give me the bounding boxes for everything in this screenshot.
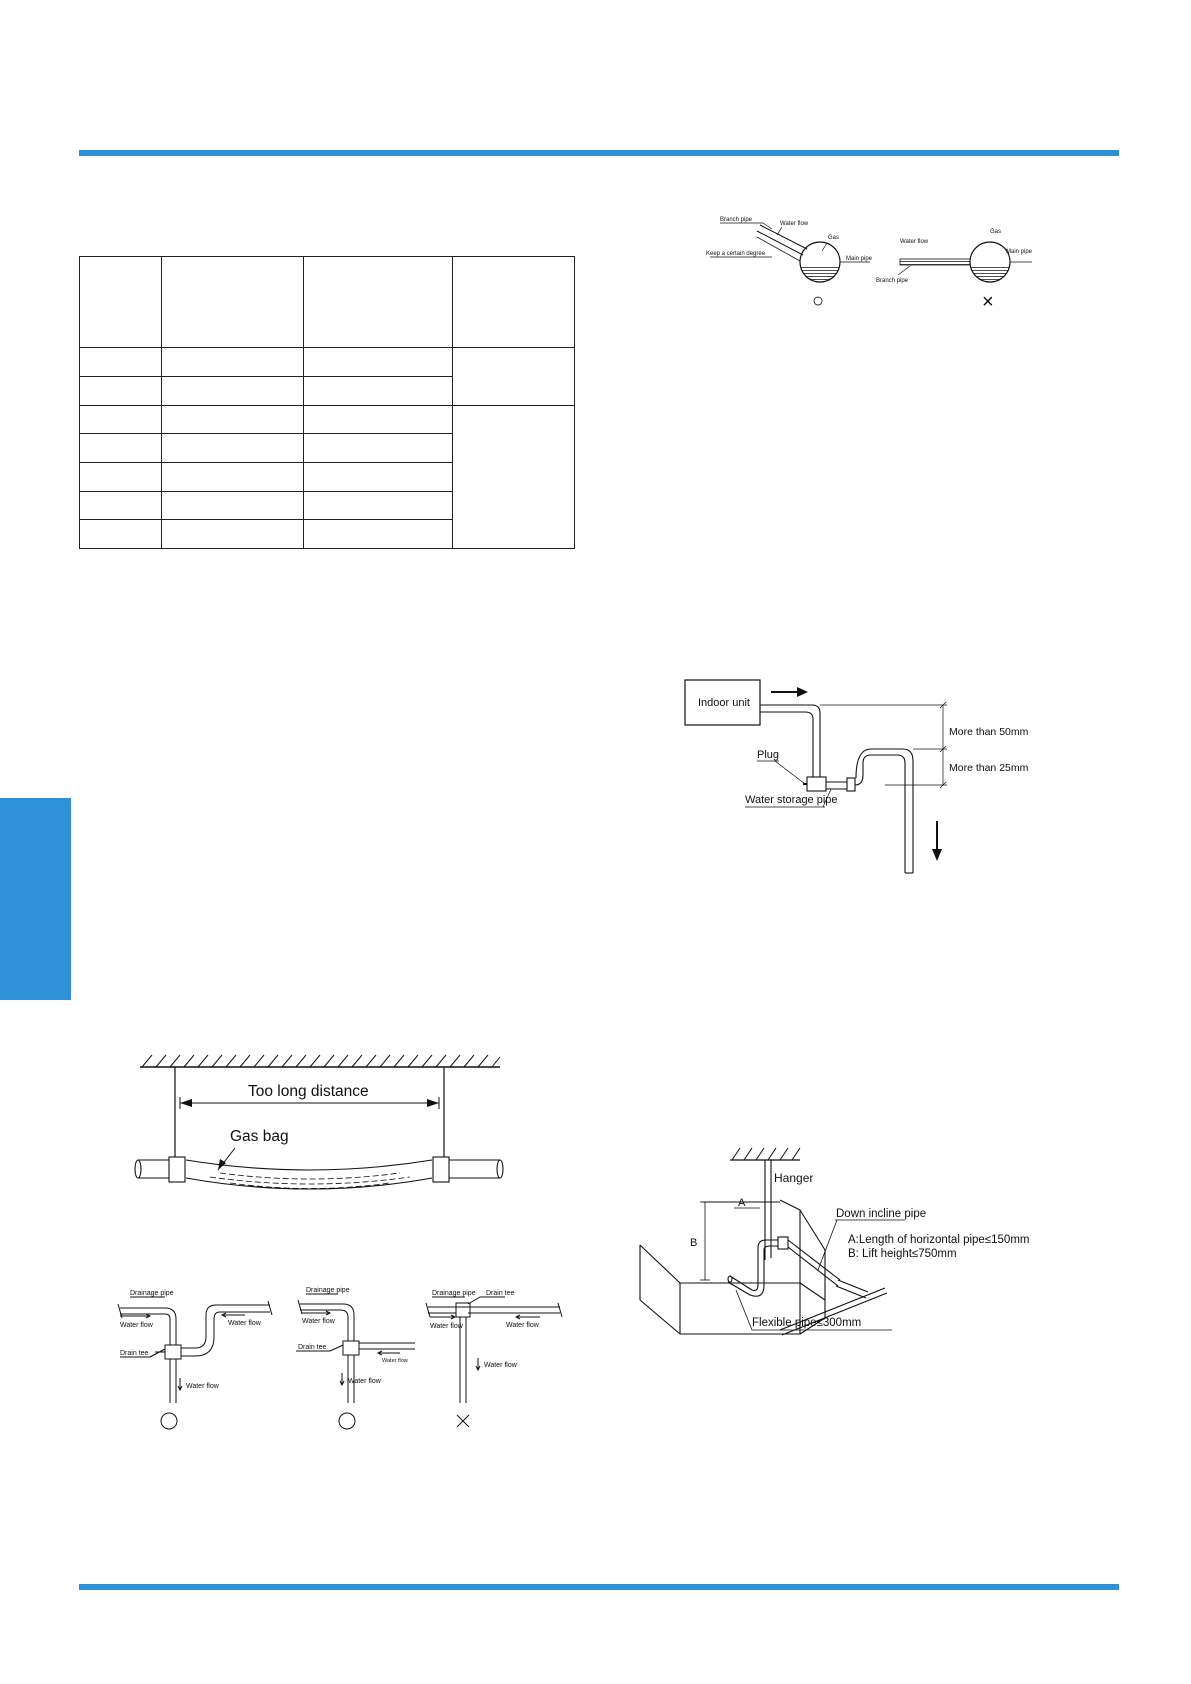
table-row [79,462,575,492]
top-rule [79,150,1119,156]
spec-table [79,256,575,549]
gas-bag-figure: Too long distance Gas bag [134,1054,504,1190]
drainage-pipe-label: Drainage pipe [306,1287,350,1294]
table-row [79,405,575,549]
drainage-pipe-label: Drainage pipe [432,1290,476,1297]
gas-bag-label: Gas bag [230,1128,289,1145]
lift-pipe-figure: Hanger B A Down incline pipe A:Length of… [639,1147,1029,1336]
branch-wrong-diagram: Water flow Gas Main pipe Branch pipe × [876,229,1033,313]
label-main-pipe: Main pipe [1006,249,1033,255]
drain-pipe [760,704,914,874]
water-flow-label: Water flow [430,1323,464,1330]
plug-label: Plug [757,749,779,761]
water-flow-label: Water flow [382,1358,408,1364]
label-water-flow: Water flow [780,221,809,227]
pipe-clamp [432,1156,450,1183]
tee-diagram-wrong [425,1296,563,1428]
label-branch-pipe: Branch pipe [720,217,753,223]
water-flow-label: Water flow [302,1318,336,1325]
ceiling-hatch [141,1054,501,1068]
drain-tee-label: Drain tee [298,1344,327,1351]
label-gas: Gas [990,229,1001,235]
table-row [79,347,575,406]
arrow-right-icon [797,687,808,697]
pipe-clamp [168,1156,186,1183]
sagging-pipe [134,1159,504,1190]
label-gas: Gas [828,235,839,241]
label-water-flow: Water flow [900,239,929,245]
water-flow-label: Water flow [186,1383,220,1390]
indoor-unit-label: Indoor unit [698,697,750,709]
tee-diagram-correct-1 [117,1296,273,1430]
water-dashes [209,1172,411,1189]
indoor-unit-body [639,1199,826,1335]
down-incline-label: Down incline pipe [836,1208,926,1220]
ok-mark: ○ [812,290,824,312]
drain-trap-figure: Indoor unit Plug Water storage pipe [684,679,1029,874]
tee-diagram-correct-2 [296,1293,415,1430]
too-long-distance-label: Too long distance [248,1083,369,1100]
bottom-rule [79,1584,1119,1590]
dim-top-label: More than 50mm [949,726,1029,738]
table-header-row [79,256,575,348]
indoor-unit-box [684,679,761,726]
hanger-label: Hanger [774,1171,813,1185]
dim-bottom-label: More than 25mm [949,762,1029,774]
water-flow-label: Water flow [348,1378,382,1385]
drain-tee-label: Drain tee [486,1290,515,1297]
drain-tee-label: Drain tee [120,1350,149,1357]
water-flow-label: Water flow [484,1362,518,1369]
label-main-pipe: Main pipe [846,256,873,262]
ceiling-hatch [731,1147,801,1161]
arrow-down-icon [932,849,942,861]
branch-connection-figure: Branch pipe Water flow Gas Keep a certai… [706,217,1033,313]
drain-tee-figure: Drainage pipe Water flow Water flow Drai… [117,1287,563,1430]
water-flow-label: Water flow [228,1320,262,1327]
label-branch-pipe: Branch pipe [876,278,909,284]
drainage-pipe-label: Drainage pipe [130,1290,174,1297]
flexible-pipe-label: Flexible pipe≤300mm [752,1317,861,1329]
table-row [79,491,575,520]
water-storage-label: Water storage pipe [745,794,838,806]
label-keep-degree: Keep a certain degree [706,251,766,257]
branch-correct-diagram: Branch pipe Water flow Gas Keep a certai… [706,217,873,312]
water-flow-label: Water flow [120,1322,154,1329]
dim-b-label: B [690,1237,697,1249]
dim-a-label: A [738,1197,746,1209]
note-b-label: B: Lift height≤750mm [848,1248,957,1260]
section-side-tab [0,798,71,1000]
lift-pipe [727,1236,888,1336]
note-a-label: A:Length of horizontal pipe≤150mm [848,1234,1029,1246]
ng-mark: × [982,291,994,313]
table-row [79,519,575,549]
water-flow-label: Water flow [506,1322,540,1329]
